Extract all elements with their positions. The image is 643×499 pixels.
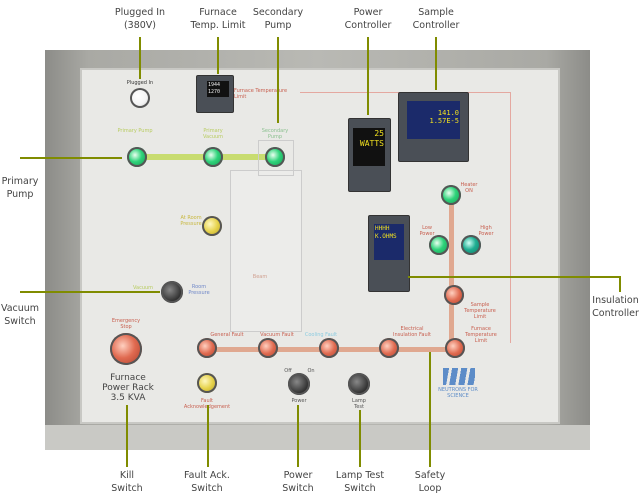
cooling-fault-lamp bbox=[319, 338, 339, 358]
callout-line-fault-ack bbox=[207, 405, 209, 467]
callout-power-controller: Power Controller bbox=[344, 7, 392, 31]
callout-line-safety-loop bbox=[429, 352, 431, 467]
callout-insulation-controller: Insulation Controller bbox=[592, 295, 639, 319]
furnace-schematic bbox=[230, 170, 302, 332]
power-display: 25 WATTS bbox=[353, 128, 385, 166]
callout-line-secondary-pump bbox=[277, 37, 279, 123]
low-power-lamp bbox=[429, 235, 449, 255]
vacuum-fault-lamp bbox=[258, 338, 278, 358]
heater-on-label: Heater ON bbox=[460, 182, 478, 194]
high-power-lamp bbox=[461, 235, 481, 255]
safety-loop-riser bbox=[449, 195, 454, 345]
primary-pump-label: Primary Pump bbox=[117, 128, 153, 134]
plugged-in-lamp bbox=[130, 88, 150, 108]
insulation-display: HHHH K.OHMS bbox=[374, 224, 404, 260]
callout-line-power-controller bbox=[367, 37, 369, 115]
callout-line-sample-controller bbox=[435, 37, 437, 90]
callout-line-vacuum-switch bbox=[20, 291, 160, 293]
off-label: Off bbox=[284, 368, 292, 374]
insulation-fault-label: Electrical Insulation Fault bbox=[392, 326, 432, 338]
ill-logo bbox=[443, 368, 475, 385]
high-power-label: High Power bbox=[478, 225, 494, 237]
rack-title: Furnace Power Rack 3.5 KVA bbox=[102, 373, 154, 403]
beam-label: Beam bbox=[252, 274, 268, 280]
callout-kill-switch: Kill Switch bbox=[111, 470, 143, 494]
callout-line-furnace-limit bbox=[217, 37, 219, 74]
furnace-limit-display: 1944 1270 bbox=[207, 81, 229, 97]
callout-safety-loop: Safety Loop bbox=[414, 470, 446, 494]
callout-vacuum-switch: Vacuum Switch bbox=[0, 303, 40, 327]
low-power-label: Low Power bbox=[419, 225, 435, 237]
callout-line-plugged-in bbox=[139, 37, 141, 79]
callout-furnace-temp-limit: Furnace Temp. Limit bbox=[190, 7, 246, 31]
power-controller: 25 WATTS bbox=[348, 118, 391, 192]
callout-plugged-in: Plugged In (380V) bbox=[114, 7, 166, 31]
callout-primary-pump: Primary Pump bbox=[1, 176, 39, 200]
fault-ack-button[interactable] bbox=[197, 373, 217, 393]
lamp-test-button[interactable] bbox=[348, 373, 370, 395]
emergency-stop-label: Emergency Stop bbox=[111, 318, 141, 330]
heater-on-lamp bbox=[441, 185, 461, 205]
lamp-test-label: Lamp Test bbox=[352, 398, 366, 410]
callout-fault-ack-switch: Fault Ack. Switch bbox=[184, 470, 230, 494]
callout-secondary-pump: Secondary Pump bbox=[252, 7, 304, 31]
secondary-pump-lamp bbox=[265, 147, 285, 167]
sample-temp-limit-lamp bbox=[444, 285, 464, 305]
callout-sample-controller: Sample Controller bbox=[412, 7, 460, 31]
callout-line-kill-switch bbox=[126, 405, 128, 467]
vacuum-label: Vacuum bbox=[132, 285, 154, 291]
cooling-fault-label: Cooling Fault bbox=[304, 332, 338, 338]
sample-temp-limit-label: Sample Temperature Limit bbox=[464, 302, 496, 320]
furnace-temp-limit-lamp bbox=[445, 338, 465, 358]
room-pressure-label: Room Pressure bbox=[188, 284, 210, 296]
general-fault-label: General Fault bbox=[210, 332, 244, 338]
secondary-pump-box bbox=[258, 140, 294, 176]
general-fault-lamp bbox=[197, 338, 217, 358]
primary-vacuum-lamp bbox=[203, 147, 223, 167]
callout-line-insulation-controller-drop bbox=[619, 276, 621, 292]
vacuum-switch[interactable] bbox=[161, 281, 183, 303]
sample-controller: 141.0 1.57E-5 bbox=[398, 92, 469, 162]
callout-line-lamp-test bbox=[359, 410, 361, 467]
vacuum-fault-label: Vacuum Fault bbox=[260, 332, 294, 338]
at-room-pressure-label: At Room Pressure bbox=[180, 215, 202, 227]
fault-ack-label: Fault Acknowledgement bbox=[184, 398, 230, 410]
primary-pump-lamp bbox=[127, 147, 147, 167]
callout-line-primary-pump bbox=[20, 157, 122, 159]
secondary-pump-label: Secondary Pump bbox=[261, 128, 289, 140]
on-label: On bbox=[307, 368, 315, 374]
plugged-in-label: Plugged In bbox=[126, 80, 154, 86]
callout-line-insulation-controller bbox=[408, 276, 620, 278]
insulation-fault-lamp bbox=[379, 338, 399, 358]
logo-text: NEUTRONS FOR SCIENCE bbox=[438, 387, 478, 399]
insulation-controller: HHHH K.OHMS bbox=[368, 215, 410, 292]
room-pressure-lamp bbox=[202, 216, 222, 236]
furnace-temp-limit-label: Furnace Temperature Limit bbox=[465, 326, 497, 344]
rack-frame bbox=[45, 425, 590, 450]
primary-vacuum-label: Primary Vacuum bbox=[202, 128, 224, 140]
furnace-temp-limit-controller: 1944 1270 bbox=[196, 75, 234, 113]
furnace-limit-panel-label: Furnace Temperature Limit bbox=[234, 88, 288, 100]
sample-display: 141.0 1.57E-5 bbox=[407, 101, 460, 139]
callout-line-power-switch bbox=[297, 405, 299, 467]
callout-power-switch: Power Switch bbox=[282, 470, 314, 494]
power-label: Power bbox=[291, 398, 307, 404]
power-switch[interactable] bbox=[288, 373, 310, 395]
callout-lamp-test-switch: Lamp Test Switch bbox=[335, 470, 385, 494]
emergency-stop-button[interactable] bbox=[110, 333, 142, 365]
